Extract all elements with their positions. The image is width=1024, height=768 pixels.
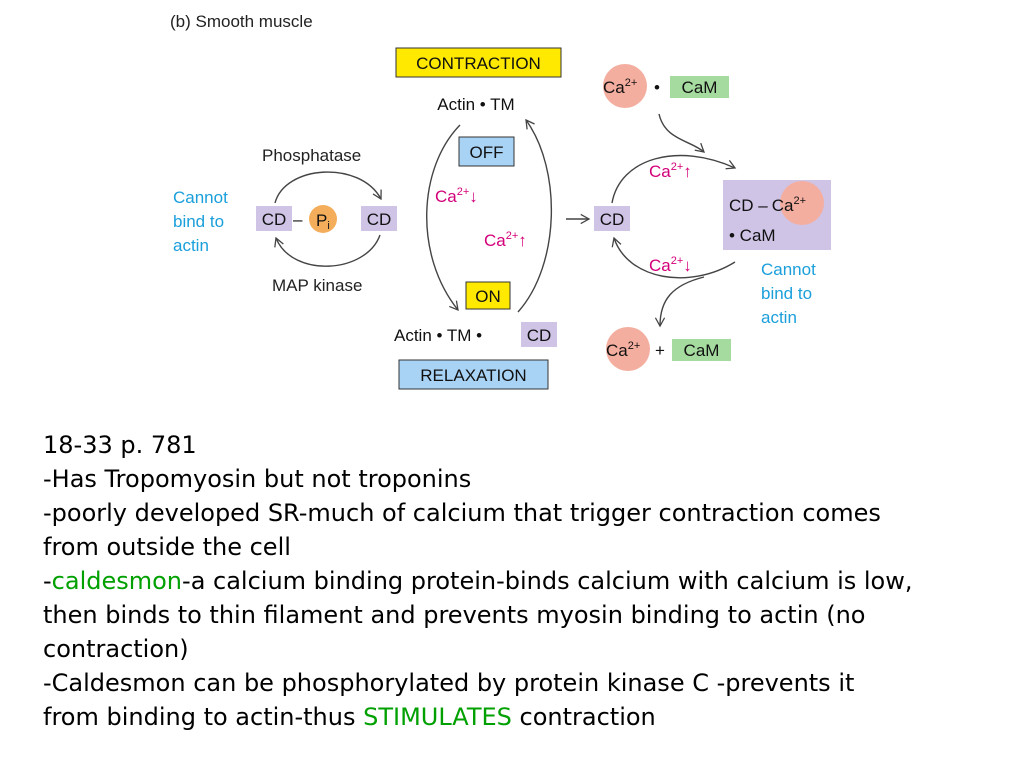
contraction-label: CONTRACTION — [416, 54, 541, 73]
actin-tm-cd: Actin • TM • — [394, 326, 482, 345]
ca-circle-bottom — [606, 327, 650, 371]
notes-line-9: from binding to actin-thus STIMULATES co… — [43, 700, 1003, 734]
complex-cam: • CaM — [729, 226, 776, 245]
ca-up-right: Ca2+↑ — [649, 161, 692, 181]
notes-line-6: then binds to thin filament and prevents… — [43, 601, 866, 629]
arrow-off-to-on — [426, 124, 461, 312]
pi-circle — [309, 205, 337, 233]
cd-box-right — [594, 206, 630, 231]
cannot-bind-right: Cannot bind to actin — [761, 260, 821, 327]
ca-circle-top — [603, 64, 647, 108]
notes-line-7: contraction) — [43, 635, 189, 663]
cam-bottom: CaM — [684, 341, 720, 360]
cd-label-left: CD — [262, 210, 287, 229]
cd-label-mid: CD — [367, 210, 392, 229]
arrow-cd-to-complex — [611, 154, 737, 204]
ca-down-center: Ca2+↓ — [435, 186, 478, 206]
notes-line-8: -Caldesmon can be phosphorylated by prot… — [43, 669, 855, 697]
ca-up-center: Ca2+↑ — [484, 230, 527, 250]
notes-line-4: from outside the cell — [43, 533, 291, 561]
on-box — [465, 281, 511, 310]
arrow-camca-in — [658, 113, 706, 153]
relaxation-label: RELAXATION — [420, 366, 526, 385]
ca-bottom: Ca2+ — [606, 340, 640, 360]
cam-top: CaM — [682, 78, 718, 97]
on-label: ON — [475, 287, 501, 306]
cd-box-mid — [361, 206, 397, 231]
cam-box-top — [670, 76, 729, 98]
phosphatase-label: Phosphatase — [262, 146, 361, 165]
arrow-complex-to-cd — [611, 236, 736, 279]
actin-tm-top: Actin • TM — [437, 95, 514, 114]
notes-line-5: -caldesmon-a calcium binding protein-bin… — [43, 564, 1003, 598]
phosphatase-arrow — [274, 171, 382, 204]
panel-label: (b) Smooth muscle — [170, 12, 313, 31]
relaxation-box — [398, 359, 549, 390]
map-kinase-arrow — [274, 234, 381, 267]
arrow-camca-out — [654, 276, 705, 328]
cd-label-bottom: CD — [527, 326, 552, 345]
cd-ca-complex: CD –Ca2+ — [729, 195, 806, 215]
notes-line-5-prefix: - — [43, 567, 52, 595]
notes-line-9-suffix: contraction — [511, 703, 656, 731]
pi-label: Pi — [316, 211, 330, 232]
cam-box-bottom — [672, 339, 731, 361]
notes-line-1: 18-33 p. 781 — [43, 431, 197, 459]
contraction-box — [395, 47, 562, 78]
ca-down-right: Ca2+↓ — [649, 255, 692, 275]
cd-box-bottom — [521, 322, 557, 347]
caldesmon-highlight: caldesmon — [51, 567, 183, 595]
arrow-on-to-off — [517, 118, 553, 313]
ca-top: Ca2+ — [603, 77, 637, 97]
cd-dash: – — [293, 210, 303, 229]
notes-line-3: -poorly developed SR-much of calcium tha… — [43, 499, 881, 527]
plus-sign: + — [655, 341, 665, 360]
smooth-muscle-diagram: (b) Smooth muscle CONTRACTION Actin • TM… — [170, 12, 831, 390]
stimulates-highlight: STIMULATES — [363, 703, 512, 731]
notes-line-5-rest: -a calcium binding protein-binds calcium… — [182, 567, 913, 595]
notes-line-2: -Has Tropomyosin but not troponins — [43, 465, 472, 493]
map-kinase-label: MAP kinase — [272, 276, 362, 295]
off-box — [458, 136, 515, 167]
notes-line-9-prefix: from binding to actin-thus — [43, 703, 364, 731]
cannot-bind-left: Cannot bind to actin — [173, 188, 233, 255]
cd-label-right: CD — [600, 210, 625, 229]
ca-circle-complex — [780, 181, 824, 225]
notes-text: 18-33 p. 781 -Has Tropomyosin but not tr… — [43, 428, 1003, 734]
ca-cam-bullet: • — [654, 78, 660, 97]
off-label: OFF — [470, 143, 504, 162]
cd-box-left — [256, 206, 292, 231]
